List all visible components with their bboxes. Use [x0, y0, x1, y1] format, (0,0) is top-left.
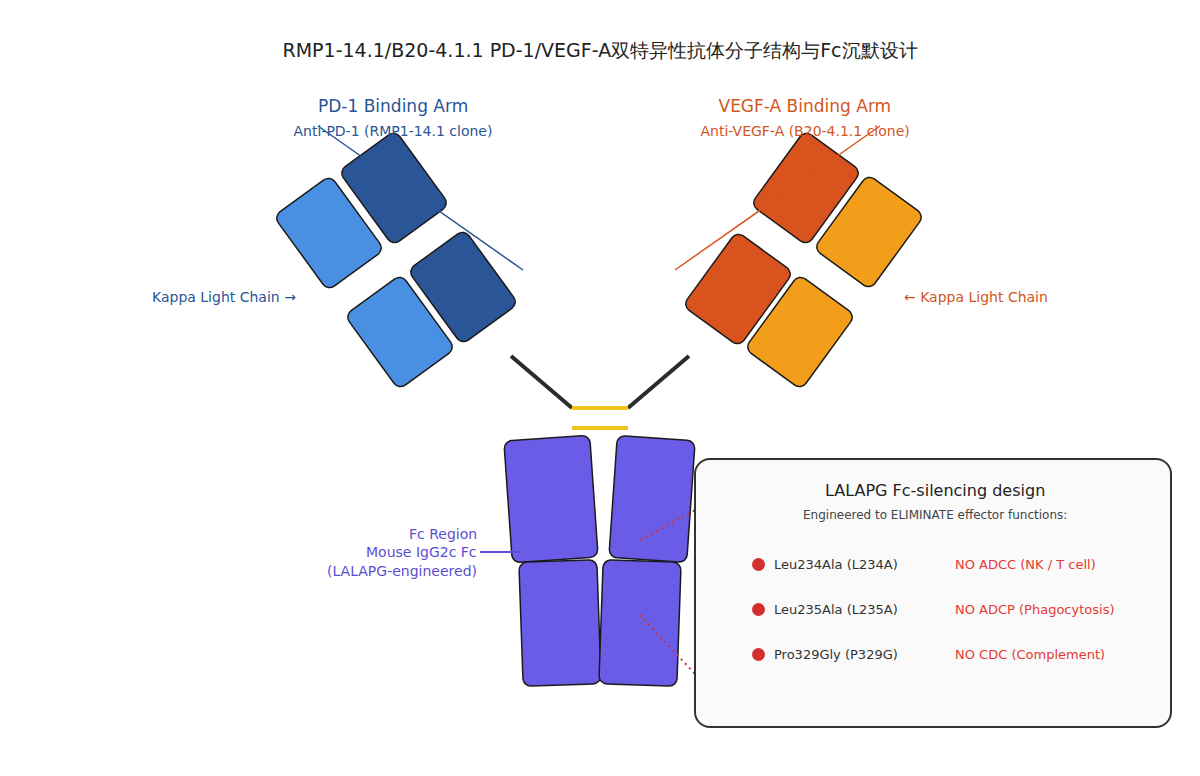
fc-domain — [609, 435, 695, 562]
effect-label: NO ADCC (NK / T cell) — [955, 557, 1096, 573]
mutation-label: Pro329Gly (P329G) — [774, 647, 898, 663]
fc-region — [504, 435, 695, 686]
callout-subheading: Engineered to ELIMINATE effector functio… — [803, 508, 1067, 522]
mutation-label: Leu234Ala (L234A) — [774, 557, 898, 573]
bullet-dot — [752, 648, 765, 661]
disulfide-bond — [572, 426, 628, 430]
fc-leader-line — [480, 551, 520, 553]
hinge-line — [511, 356, 572, 408]
callout-heading: LALAPG Fc-silencing design — [825, 481, 1045, 500]
fc-domain — [599, 560, 681, 687]
hinge-line — [628, 356, 689, 408]
heavy-chain-domain — [339, 130, 450, 246]
heavy-chain-domain — [751, 130, 862, 246]
light-chain-domain — [345, 274, 456, 390]
clone-label: Anti-VEGF-A (B20-4.1.1 clone) — [701, 123, 910, 140]
pd1-arm — [274, 130, 519, 390]
disulfide-bond — [572, 406, 628, 410]
fc-label: Mouse IgG2c Fc — [366, 544, 477, 561]
effect-label: NO ADCP (Phagocytosis) — [955, 602, 1115, 618]
diagram-title: RMP1-14.1/B20-4.1.1 PD-1/VEGF-A双特异性抗体分子结… — [283, 39, 918, 62]
fc-label: (LALAPG-engineered) — [327, 563, 477, 580]
fc-domain — [519, 560, 601, 687]
arm-title: PD-1 Binding Arm — [318, 96, 468, 116]
heavy-chain-line — [675, 126, 880, 270]
heavy-chain-line — [318, 126, 523, 270]
arm-title: VEGF-A Binding Arm — [719, 96, 892, 116]
effect-label: NO CDC (Complement) — [955, 647, 1105, 663]
callout-box: LALAPG Fc-silencing designEngineered to … — [694, 458, 1172, 728]
bullet-dot — [752, 603, 765, 616]
light-chain-domain — [745, 274, 856, 390]
fc-domain — [504, 435, 598, 563]
mutation-label: Leu235Ala (L235A) — [774, 602, 898, 618]
chain-label: Kappa Light Chain → — [152, 289, 296, 306]
vegf-arm — [683, 130, 925, 390]
clone-label: Anti-PD-1 (RMP1-14.1 clone) — [294, 123, 493, 140]
fc-label: Fc Region — [409, 526, 477, 543]
chain-label: ← Kappa Light Chain — [904, 289, 1048, 306]
bullet-dot — [752, 558, 765, 571]
